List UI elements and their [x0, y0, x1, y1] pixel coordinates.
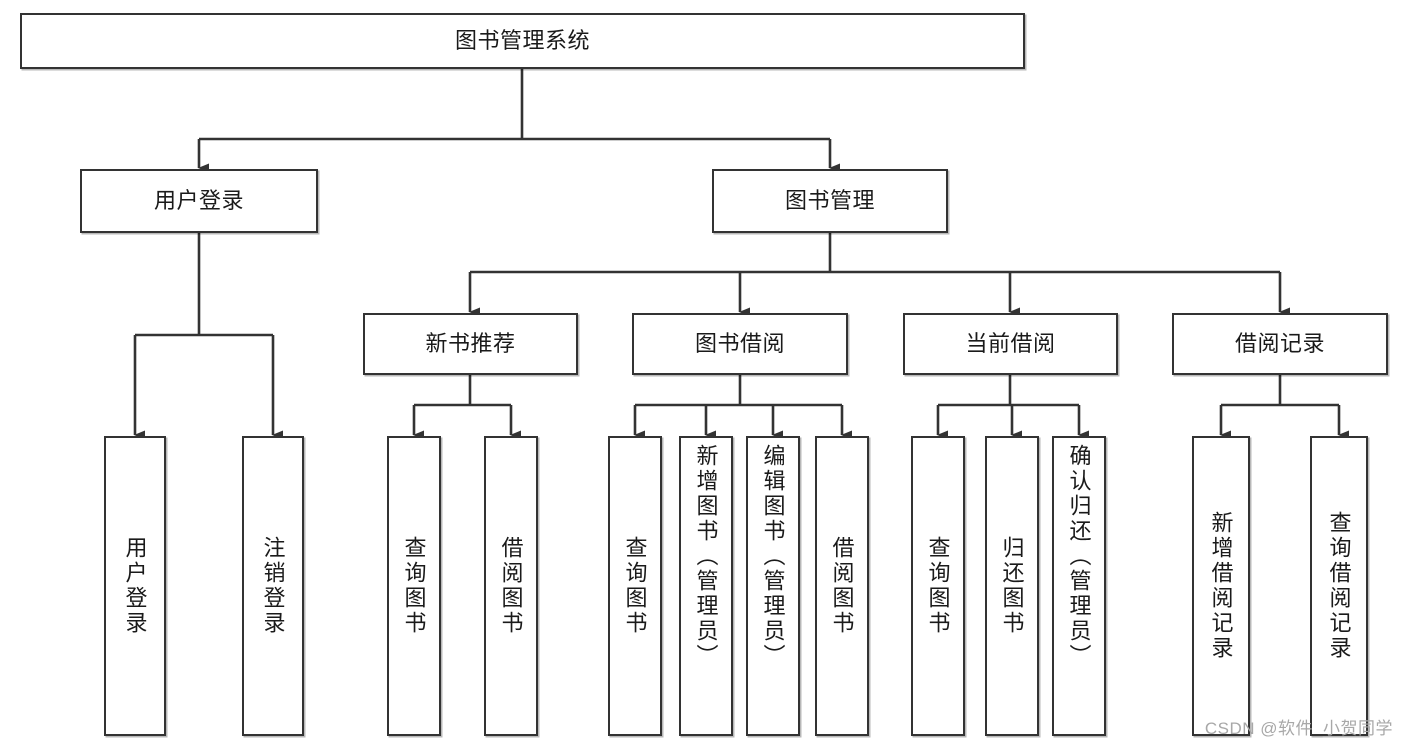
level2-node-label: 新书推荐: [425, 331, 516, 357]
level2-node-label: 借阅记录: [1234, 331, 1325, 357]
leaf-node-label: 新增图书（管理员）: [693, 444, 719, 669]
leaf-node[interactable]: 确认归还（管理员）: [1052, 436, 1106, 736]
level2-node[interactable]: 借阅记录: [1172, 313, 1388, 375]
level1-node-label: 图书管理: [784, 188, 875, 214]
level2-node[interactable]: 图书借阅: [632, 313, 848, 375]
leaf-node-label: 确认归还（管理员）: [1066, 444, 1092, 669]
root-node-label: 图书管理系统: [454, 28, 590, 54]
leaf-node[interactable]: 归还图书: [985, 436, 1039, 736]
csdn-watermark: CSDN @软件_小贺同学: [1204, 719, 1393, 738]
leaf-node[interactable]: 新增图书（管理员）: [679, 436, 733, 736]
level1-node[interactable]: 图书管理: [712, 169, 948, 233]
level2-node[interactable]: 当前借阅: [903, 313, 1118, 375]
level1-node-label: 用户登录: [153, 188, 244, 214]
connector-lines: [133, 69, 1349, 440]
leaf-node-label: 查询借阅记录: [1326, 511, 1352, 661]
level1-node[interactable]: 用户登录: [80, 169, 318, 233]
leaf-node-label: 借阅图书: [498, 536, 524, 636]
leaf-node-label: 查询图书: [925, 536, 951, 636]
leaf-node[interactable]: 新增借阅记录: [1192, 436, 1250, 736]
leaf-node[interactable]: 编辑图书（管理员）: [746, 436, 800, 736]
level2-node[interactable]: 新书推荐: [363, 313, 578, 375]
leaf-node[interactable]: 借阅图书: [815, 436, 869, 736]
level2-node-label: 当前借阅: [965, 331, 1056, 357]
leaf-node-label: 查询图书: [401, 536, 427, 636]
leaf-node-label: 编辑图书（管理员）: [760, 444, 786, 669]
leaf-node[interactable]: 查询图书: [608, 436, 662, 736]
root-node[interactable]: 图书管理系统: [20, 13, 1025, 69]
leaf-node-label: 新增借阅记录: [1208, 511, 1234, 661]
leaf-node[interactable]: 查询借阅记录: [1310, 436, 1368, 736]
leaf-node-label: 注销登录: [260, 536, 286, 636]
leaf-node[interactable]: 查询图书: [911, 436, 965, 736]
leaf-node[interactable]: 注销登录: [242, 436, 304, 736]
leaf-node[interactable]: 借阅图书: [484, 436, 538, 736]
leaf-node-label: 借阅图书: [829, 536, 855, 636]
leaf-node-label: 查询图书: [622, 536, 648, 636]
leaf-node[interactable]: 用户登录: [104, 436, 166, 736]
level2-node-label: 图书借阅: [694, 331, 785, 357]
leaf-node-label: 用户登录: [122, 536, 148, 636]
leaf-node[interactable]: 查询图书: [387, 436, 441, 736]
leaf-node-label: 归还图书: [999, 536, 1025, 636]
